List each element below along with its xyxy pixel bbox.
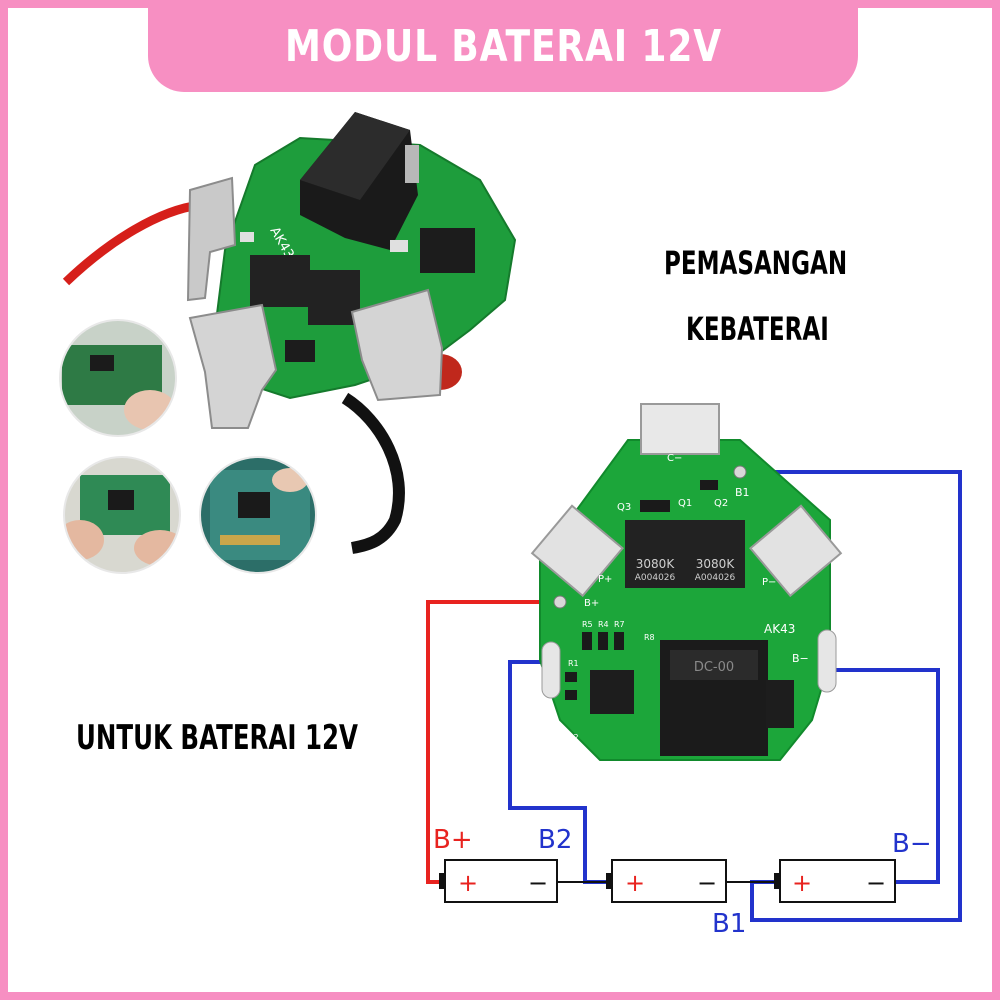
pad-label-r5: R5 — [582, 620, 593, 629]
mosfet-2 — [308, 270, 360, 325]
diagram-ic — [590, 670, 634, 714]
ic-chip — [420, 228, 475, 273]
battery-1-minus: − — [528, 869, 548, 897]
mosfet-2-sub: A004026 — [695, 573, 736, 583]
page-title: MODUL BATERAI 12V — [284, 20, 722, 72]
pad-label-p-plus: P+ — [598, 574, 612, 585]
battery-cell-3: + − — [774, 859, 896, 903]
diagram-mosfet-2 — [685, 520, 745, 588]
diagram-diode — [766, 680, 794, 728]
mosfet-2-marking: 3080K — [696, 557, 736, 571]
diagram-contact-top — [640, 403, 720, 455]
inset-photo-2 — [64, 457, 180, 573]
battery-cell-1: + − — [439, 859, 558, 903]
mosfet-1-sub: A004026 — [635, 573, 676, 583]
pad-label-p-minus: P− — [762, 577, 776, 588]
diagram-contact-right — [749, 504, 843, 598]
wire-b-plus — [426, 600, 560, 884]
diagram-contact-left — [530, 504, 624, 598]
battery-3-minus: − — [866, 869, 886, 897]
metal-clip-front — [188, 303, 278, 429]
battery-cell-2: + − — [606, 859, 727, 903]
pad-label-q2: Q2 — [714, 498, 728, 509]
install-heading-line2: KEBATERAI — [686, 310, 829, 348]
battery-2-minus: − — [697, 869, 717, 897]
pad-label-c-minus: C− — [667, 453, 682, 464]
pad-label-r8: R8 — [644, 633, 655, 642]
pad-label-b2: B2 — [538, 702, 553, 715]
red-wire — [62, 200, 201, 286]
dc-jack-marking: DC-00 — [694, 660, 734, 675]
pad-label-ak43: AK43 — [764, 622, 795, 636]
pad-label-b-plus: B+ — [584, 598, 599, 609]
mosfet-1-marking: 3080K — [636, 557, 676, 571]
battery-1-plus: + — [458, 869, 478, 897]
wire-label-b1: B1 — [712, 909, 746, 939]
diagram-mosfet-1 — [625, 520, 685, 588]
inset-photo-1 — [60, 320, 176, 436]
metal-clip-right — [350, 288, 444, 402]
black-wire — [341, 392, 405, 554]
install-heading-line1: PEMASANGAN — [664, 244, 848, 282]
pad-label-r7: R7 — [614, 620, 625, 629]
metal-clip-left — [186, 176, 237, 302]
pad-label-r2: R2 — [568, 733, 579, 742]
title-banner: MODUL BATERAI 12V — [148, 0, 858, 92]
pad-label-r4: R4 — [598, 620, 609, 629]
battery-3-plus: + — [792, 869, 812, 897]
wire-b-minus — [825, 668, 940, 884]
pad-label-q1: Q1 — [678, 498, 692, 509]
mosfet-1 — [250, 255, 310, 307]
for-battery-label: UNTUK BATERAI 12V — [76, 718, 359, 758]
wire-label-b2: B2 — [538, 825, 572, 855]
pad-label-r1: R1 — [568, 659, 579, 668]
pad-label-q3: Q3 — [617, 502, 631, 513]
pad-label-b-minus: B− — [792, 652, 809, 665]
wire-label-b-plus: B+ — [433, 825, 473, 855]
inset-photo-3 — [200, 457, 316, 573]
pad-label-b1: B1 — [735, 486, 750, 499]
wire-label-b-minus: B− — [892, 829, 932, 859]
battery-2-plus: + — [625, 869, 645, 897]
